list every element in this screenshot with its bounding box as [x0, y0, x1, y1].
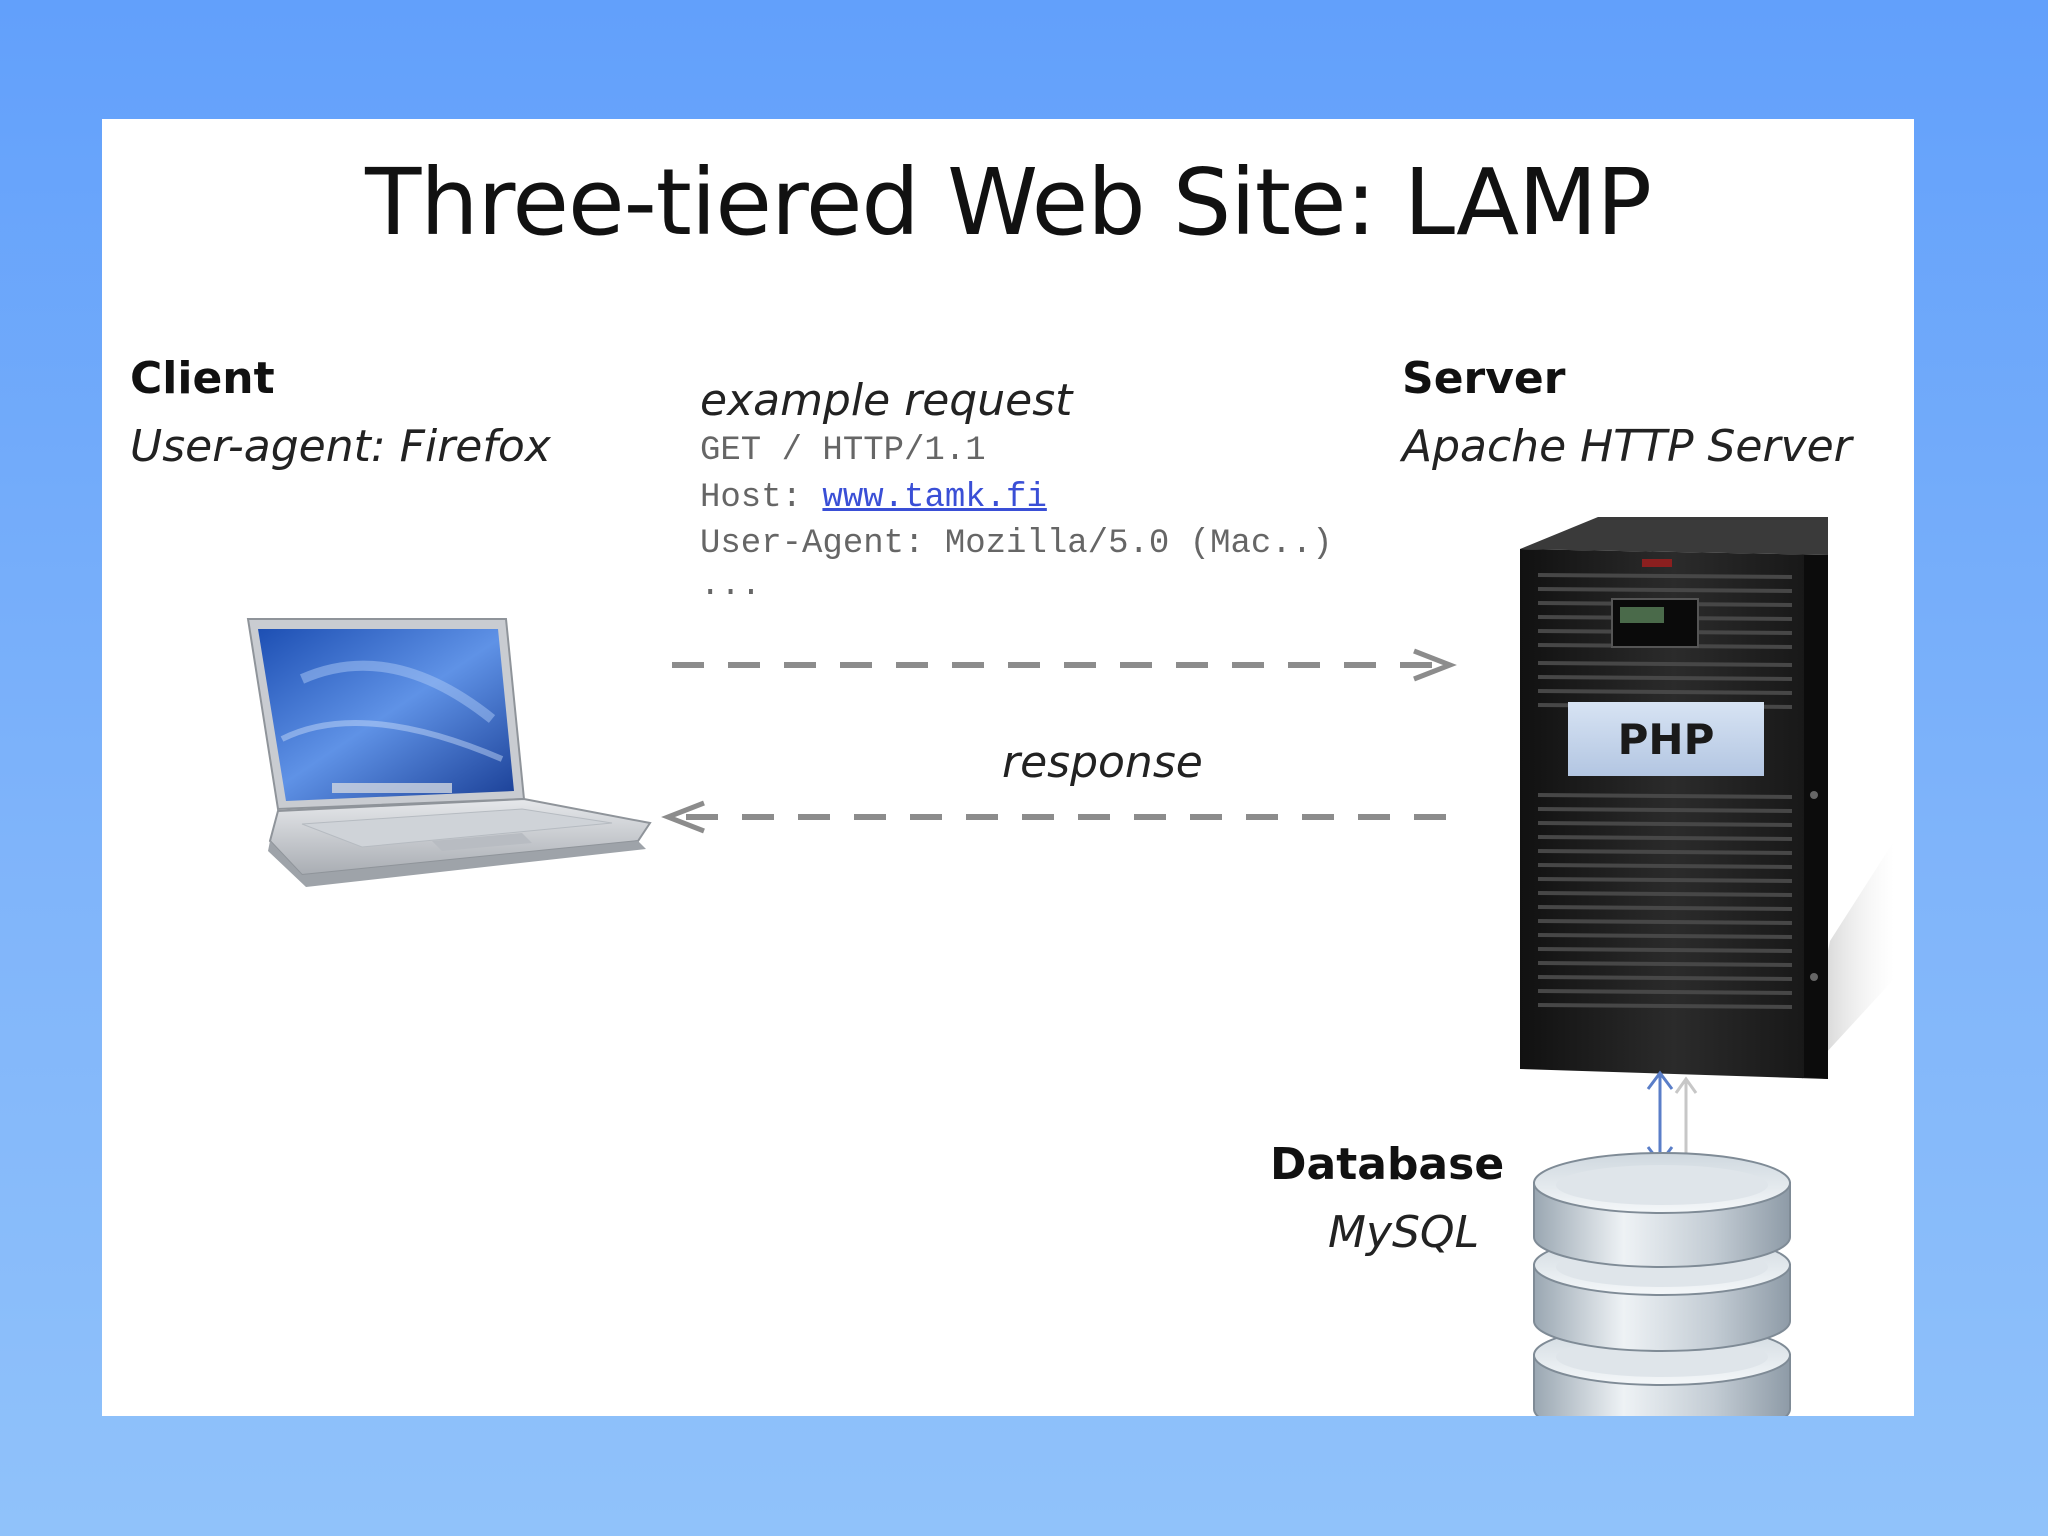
request-line-3: User-Agent: Mozilla/5.0 (Mac..) — [700, 525, 1333, 563]
request-host-link[interactable]: www.tamk.fi — [822, 479, 1047, 517]
php-module-label: PHP — [1617, 714, 1715, 764]
request-caption: example request — [700, 375, 1073, 426]
response-arrow — [661, 800, 1446, 834]
server-subheading: Apache HTTP Server — [1402, 421, 1852, 472]
server-db-connector — [1646, 1070, 1698, 1166]
request-host-prefix: Host: — [700, 479, 823, 517]
database-subheading: MySQL — [1328, 1207, 1480, 1258]
slide: Three-tiered Web Site: LAMP Client User-… — [102, 119, 1914, 1416]
request-line-2: Host: www.tamk.fi — [700, 479, 1047, 517]
laptop-icon — [246, 618, 652, 887]
client-subheading: User-agent: Firefox — [130, 421, 551, 472]
diagram-graphics — [246, 517, 1894, 1416]
request-arrow — [672, 648, 1457, 682]
client-heading: Client — [130, 353, 275, 404]
request-line-1: GET / HTTP/1.1 — [700, 432, 986, 470]
server-heading: Server — [1402, 353, 1566, 404]
response-caption: response — [1002, 737, 1203, 788]
request-line-4: ... — [700, 567, 762, 605]
database-heading: Database — [1270, 1139, 1505, 1190]
page-title: Three-tiered Web Site: LAMP — [365, 149, 1652, 256]
server-tower-icon — [1520, 517, 1894, 1079]
database-stack-icon — [1533, 1152, 1791, 1416]
